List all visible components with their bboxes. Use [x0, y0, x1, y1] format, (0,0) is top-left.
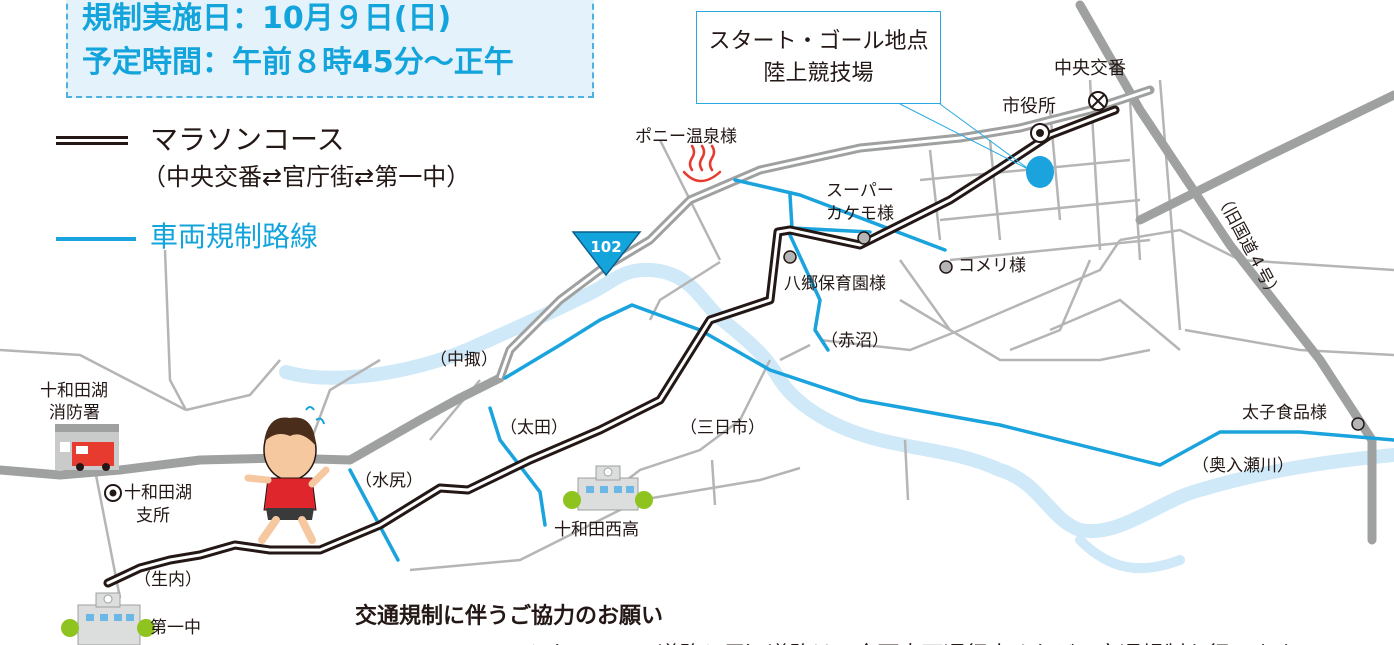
regulated-hachigo	[788, 233, 830, 352]
runner-icon	[244, 406, 330, 544]
notice-body: ◎マラソンコースとなっている道路と周辺道路は、全面車両通行止めなどの交通規制を行…	[355, 637, 1315, 645]
legend-course-sub: （中央交番⇄官庁街⇄第一中）	[142, 163, 471, 191]
regulated-nakaburi	[503, 303, 1394, 467]
branch-office-icon	[104, 484, 122, 502]
regulation-box: 規制実施日：10月９日(日) 予定時間：午前８時45分～正午	[66, 0, 594, 98]
legend-route-swatch	[56, 237, 136, 241]
old-route-4	[1075, 0, 1377, 545]
label-mikkaichi: （三日市）	[680, 418, 765, 438]
start-goal-callout: スタート・ゴール地点 陸上競技場	[696, 11, 941, 104]
regulation-date: 規制実施日：10月９日(日)	[82, 1, 452, 36]
label-chuo-koban: 中央交番	[1054, 58, 1126, 79]
route-shield-icon: 102	[571, 231, 642, 277]
legend-route-label: 車両規制路線	[150, 220, 319, 253]
label-nishi-ko: 十和田西高	[554, 520, 639, 540]
label-fire-2: 消防署	[49, 403, 100, 423]
fire-station-icon	[55, 424, 119, 471]
label-branch-1: 十和田湖	[124, 483, 192, 503]
legend-course-label: マラソンコース	[150, 123, 345, 156]
label-pony-onsen: ポニー温泉様	[635, 127, 737, 147]
callout-line1: スタート・ゴール地点	[708, 29, 929, 54]
label-super-2: カケモ様	[826, 204, 894, 224]
east-road	[1135, 90, 1394, 225]
regulated-mizujiri	[348, 468, 400, 562]
label-hachigo: 八郷保育園様	[784, 274, 886, 294]
label-branch-2: 支所	[136, 506, 170, 526]
super-dot	[857, 231, 871, 245]
label-oirase: （奥入瀬川）	[1192, 456, 1294, 476]
label-fire-1: 十和田湖	[40, 381, 108, 401]
legend-course-swatch	[56, 136, 128, 145]
onsen-icon	[682, 144, 722, 183]
label-ota: （太田）	[500, 418, 568, 438]
police-box-icon	[1088, 91, 1108, 111]
label-futago: 太子食品様	[1242, 403, 1327, 423]
hachigo-dot	[783, 250, 797, 264]
futago-dot	[1351, 417, 1365, 431]
svg-text:102: 102	[590, 238, 621, 256]
label-komeri: コメリ様	[958, 256, 1026, 276]
city-hall-icon	[1030, 123, 1050, 143]
label-nakaburi: （中掫）	[430, 350, 498, 370]
stadium-marker	[1026, 156, 1054, 188]
label-ubunai: （生内）	[134, 570, 202, 590]
regulation-time: 予定時間：午前８時45分～正午	[82, 45, 514, 80]
komeri-dot	[939, 260, 953, 274]
label-shiyakusho: 市役所	[1002, 96, 1056, 117]
label-super-1: スーパー	[826, 181, 894, 201]
callout-line2: 陸上競技場	[763, 61, 874, 86]
school-icon	[61, 592, 155, 645]
label-daiichi-chu: 第一中	[150, 618, 201, 638]
label-mizujiri: （水尻）	[355, 471, 423, 491]
label-akanuma: （赤沼）	[821, 331, 889, 351]
school-icon	[563, 465, 653, 511]
notice-title: 交通規制に伴うご協力のお願い	[355, 604, 664, 629]
